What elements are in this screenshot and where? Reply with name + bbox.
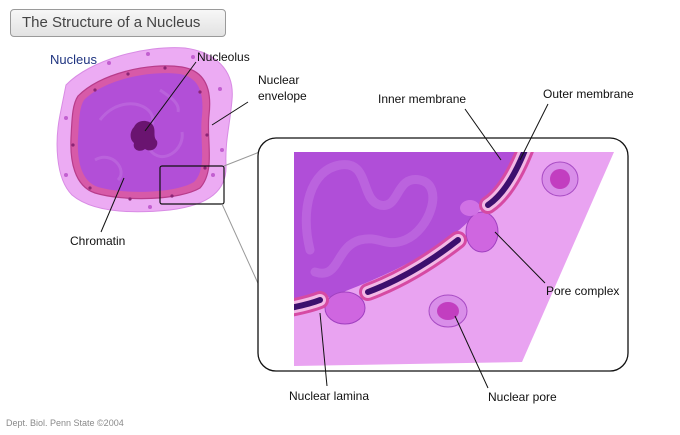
nucleolus-shape xyxy=(130,120,158,151)
cytoplasm-dots xyxy=(64,52,224,209)
zoom-chromatin xyxy=(301,160,438,278)
credit-text: Dept. Biol. Penn State ©2004 xyxy=(6,418,124,428)
leader-lines xyxy=(100,61,549,389)
label-chromatin: Chromatin xyxy=(70,234,125,248)
zoom-nucleoplasm xyxy=(294,152,520,305)
label-nuclear-envelope-line2: envelope xyxy=(258,89,307,103)
label-inner-membrane: Inner membrane xyxy=(378,92,466,106)
label-nucleolus: Nucleolus xyxy=(197,50,250,64)
nucleus-overview xyxy=(56,47,233,213)
zoom-region-box xyxy=(159,165,225,205)
envelope-pore-dots xyxy=(71,66,209,201)
label-nucleus: Nucleus xyxy=(50,52,97,67)
label-nuclear-pore: Nuclear pore xyxy=(488,390,557,404)
label-pore-complex: Pore complex xyxy=(546,284,619,298)
zoom-inset-content xyxy=(294,152,614,366)
nuclear-pore-shapes xyxy=(428,161,579,328)
label-nuclear-envelope-line1: Nuclear xyxy=(258,73,299,87)
label-outer-membrane: Outer membrane xyxy=(543,87,634,101)
diagram-title: The Structure of a Nucleus xyxy=(10,9,226,37)
pore-complex-shape xyxy=(465,211,499,253)
pore-complex-shape xyxy=(324,291,366,325)
label-nuclear-lamina: Nuclear lamina xyxy=(289,389,369,403)
